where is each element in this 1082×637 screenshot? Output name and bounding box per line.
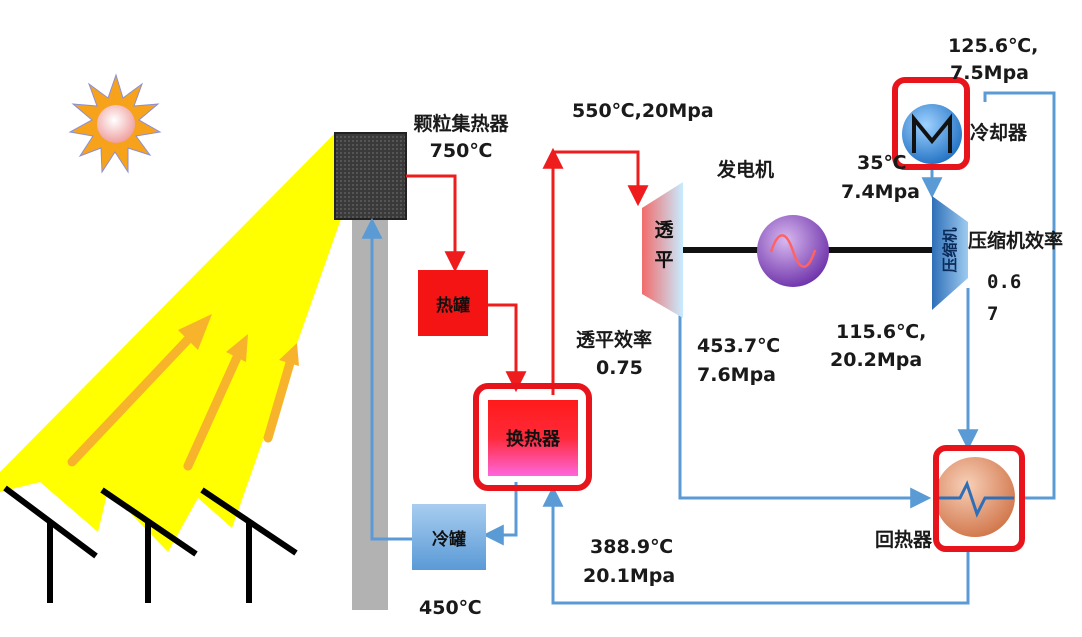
hot-tank [418, 270, 488, 336]
compressor-efficiency-value-1: 0.6 [987, 271, 1022, 293]
compressor-label: 压缩机 [940, 227, 959, 273]
heliostat-field [3, 485, 298, 603]
turbine [642, 182, 683, 318]
turbine-inlet-state: 550℃,20Mpa [572, 100, 714, 122]
cooler-inlet-temp: 125.6℃, [948, 35, 1039, 57]
recuperator-highlight [933, 445, 1025, 552]
cooler-icon [902, 104, 962, 164]
sunlight-beam [0, 132, 342, 552]
hx-inlet-temp: 388.9℃ [590, 536, 674, 558]
compressor-inlet-pressure: 7.4Mpa [841, 181, 920, 203]
recuperator-icon [935, 457, 1015, 537]
turbine-char-1: 透 [654, 218, 674, 241]
turbine-char-2: 平 [654, 248, 674, 271]
generator-icon [757, 215, 829, 287]
sun-icon [68, 73, 162, 174]
compressor-outlet-pressure: 20.2Mpa [830, 349, 923, 371]
hot-loop-lines [406, 147, 649, 395]
turbine-outlet-temp: 453.7℃ [697, 335, 781, 357]
compressor-efficiency-label: 压缩机效率 [968, 230, 1064, 252]
cold-tank [412, 504, 486, 570]
turbine-outlet-pressure: 7.6Mpa [697, 364, 776, 386]
turbine-efficiency-label: 透平效率 [576, 329, 653, 351]
turbine-efficiency-value: 0.75 [596, 357, 643, 379]
compressor-efficiency-value-2: 7 [987, 303, 999, 325]
compressor [932, 196, 968, 310]
particle-receiver [334, 132, 407, 220]
cold-tank-label: 冷罐 [432, 529, 466, 550]
compressor-inlet-temp: 35℃ [857, 152, 907, 174]
receiver-temp: 750℃ [429, 140, 493, 162]
receiver-label: 颗粒集热器 [413, 113, 509, 135]
hot-tank-label: 热罐 [436, 295, 470, 316]
heat-exchanger-label: 换热器 [506, 429, 560, 450]
hx-inlet-pressure: 20.1Mpa [583, 565, 676, 587]
cooler-label: 冷却器 [970, 122, 1028, 144]
cooler-inlet-pressure: 7.5Mpa [950, 62, 1029, 84]
tower [352, 218, 388, 610]
cold-tank-temp: 450℃ [419, 597, 482, 619]
compressor-outlet-temp: 115.6℃, [836, 321, 927, 343]
heat-exchanger [488, 400, 578, 476]
cold-loop-lines [361, 91, 1056, 605]
generator-label: 发电机 [717, 159, 775, 181]
cooler-highlight [892, 77, 970, 170]
sunlight-arrows [67, 314, 299, 471]
recuperator-label: 回热器 [875, 529, 933, 551]
heat-exchanger-highlight [473, 383, 592, 491]
